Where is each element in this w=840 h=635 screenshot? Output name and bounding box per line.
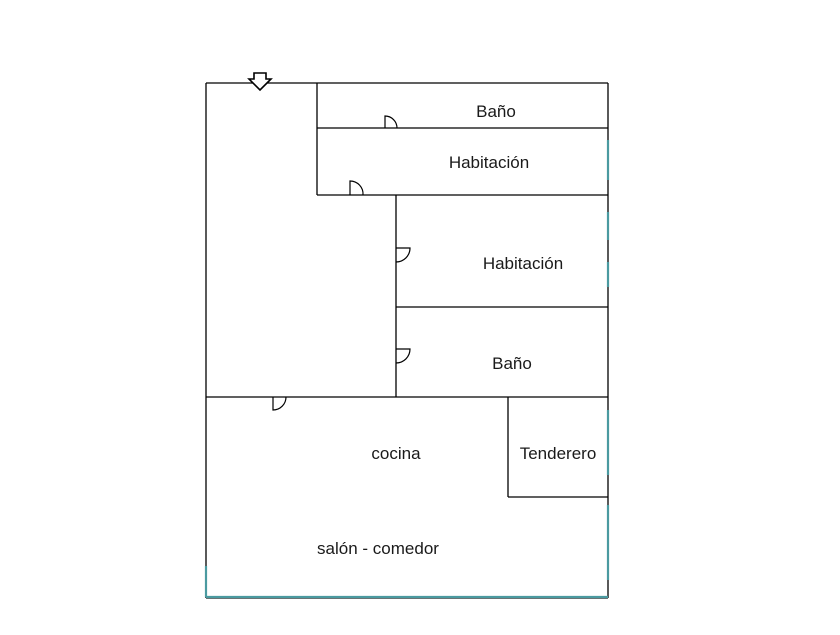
- room-label-salon-comedor: salón - comedor: [317, 539, 439, 558]
- room-label-habitacion-mid: Habitación: [483, 254, 563, 273]
- outer-walls: [205, 82, 609, 599]
- door-bano-top: [384, 115, 398, 129]
- doors: [272, 115, 411, 411]
- door-habitacion-top: [349, 180, 364, 196]
- door-bano-mid: [395, 348, 411, 364]
- interior-walls: [206, 83, 608, 498]
- room-label-bano-top: Baño: [476, 102, 516, 121]
- room-label-tenderero: Tenderero: [520, 444, 597, 463]
- room-label-habitacion-top: Habitación: [449, 153, 529, 172]
- room-label-cocina: cocina: [371, 444, 421, 463]
- arrow-down-outline-icon: [247, 72, 273, 92]
- room-label-bano-mid: Baño: [492, 354, 532, 373]
- room-labels: Baño Habitación Habitación Baño cocina T…: [317, 102, 596, 558]
- windows: [204, 140, 610, 599]
- door-hall-cocina: [272, 396, 287, 411]
- door-habitacion-mid: [395, 247, 411, 263]
